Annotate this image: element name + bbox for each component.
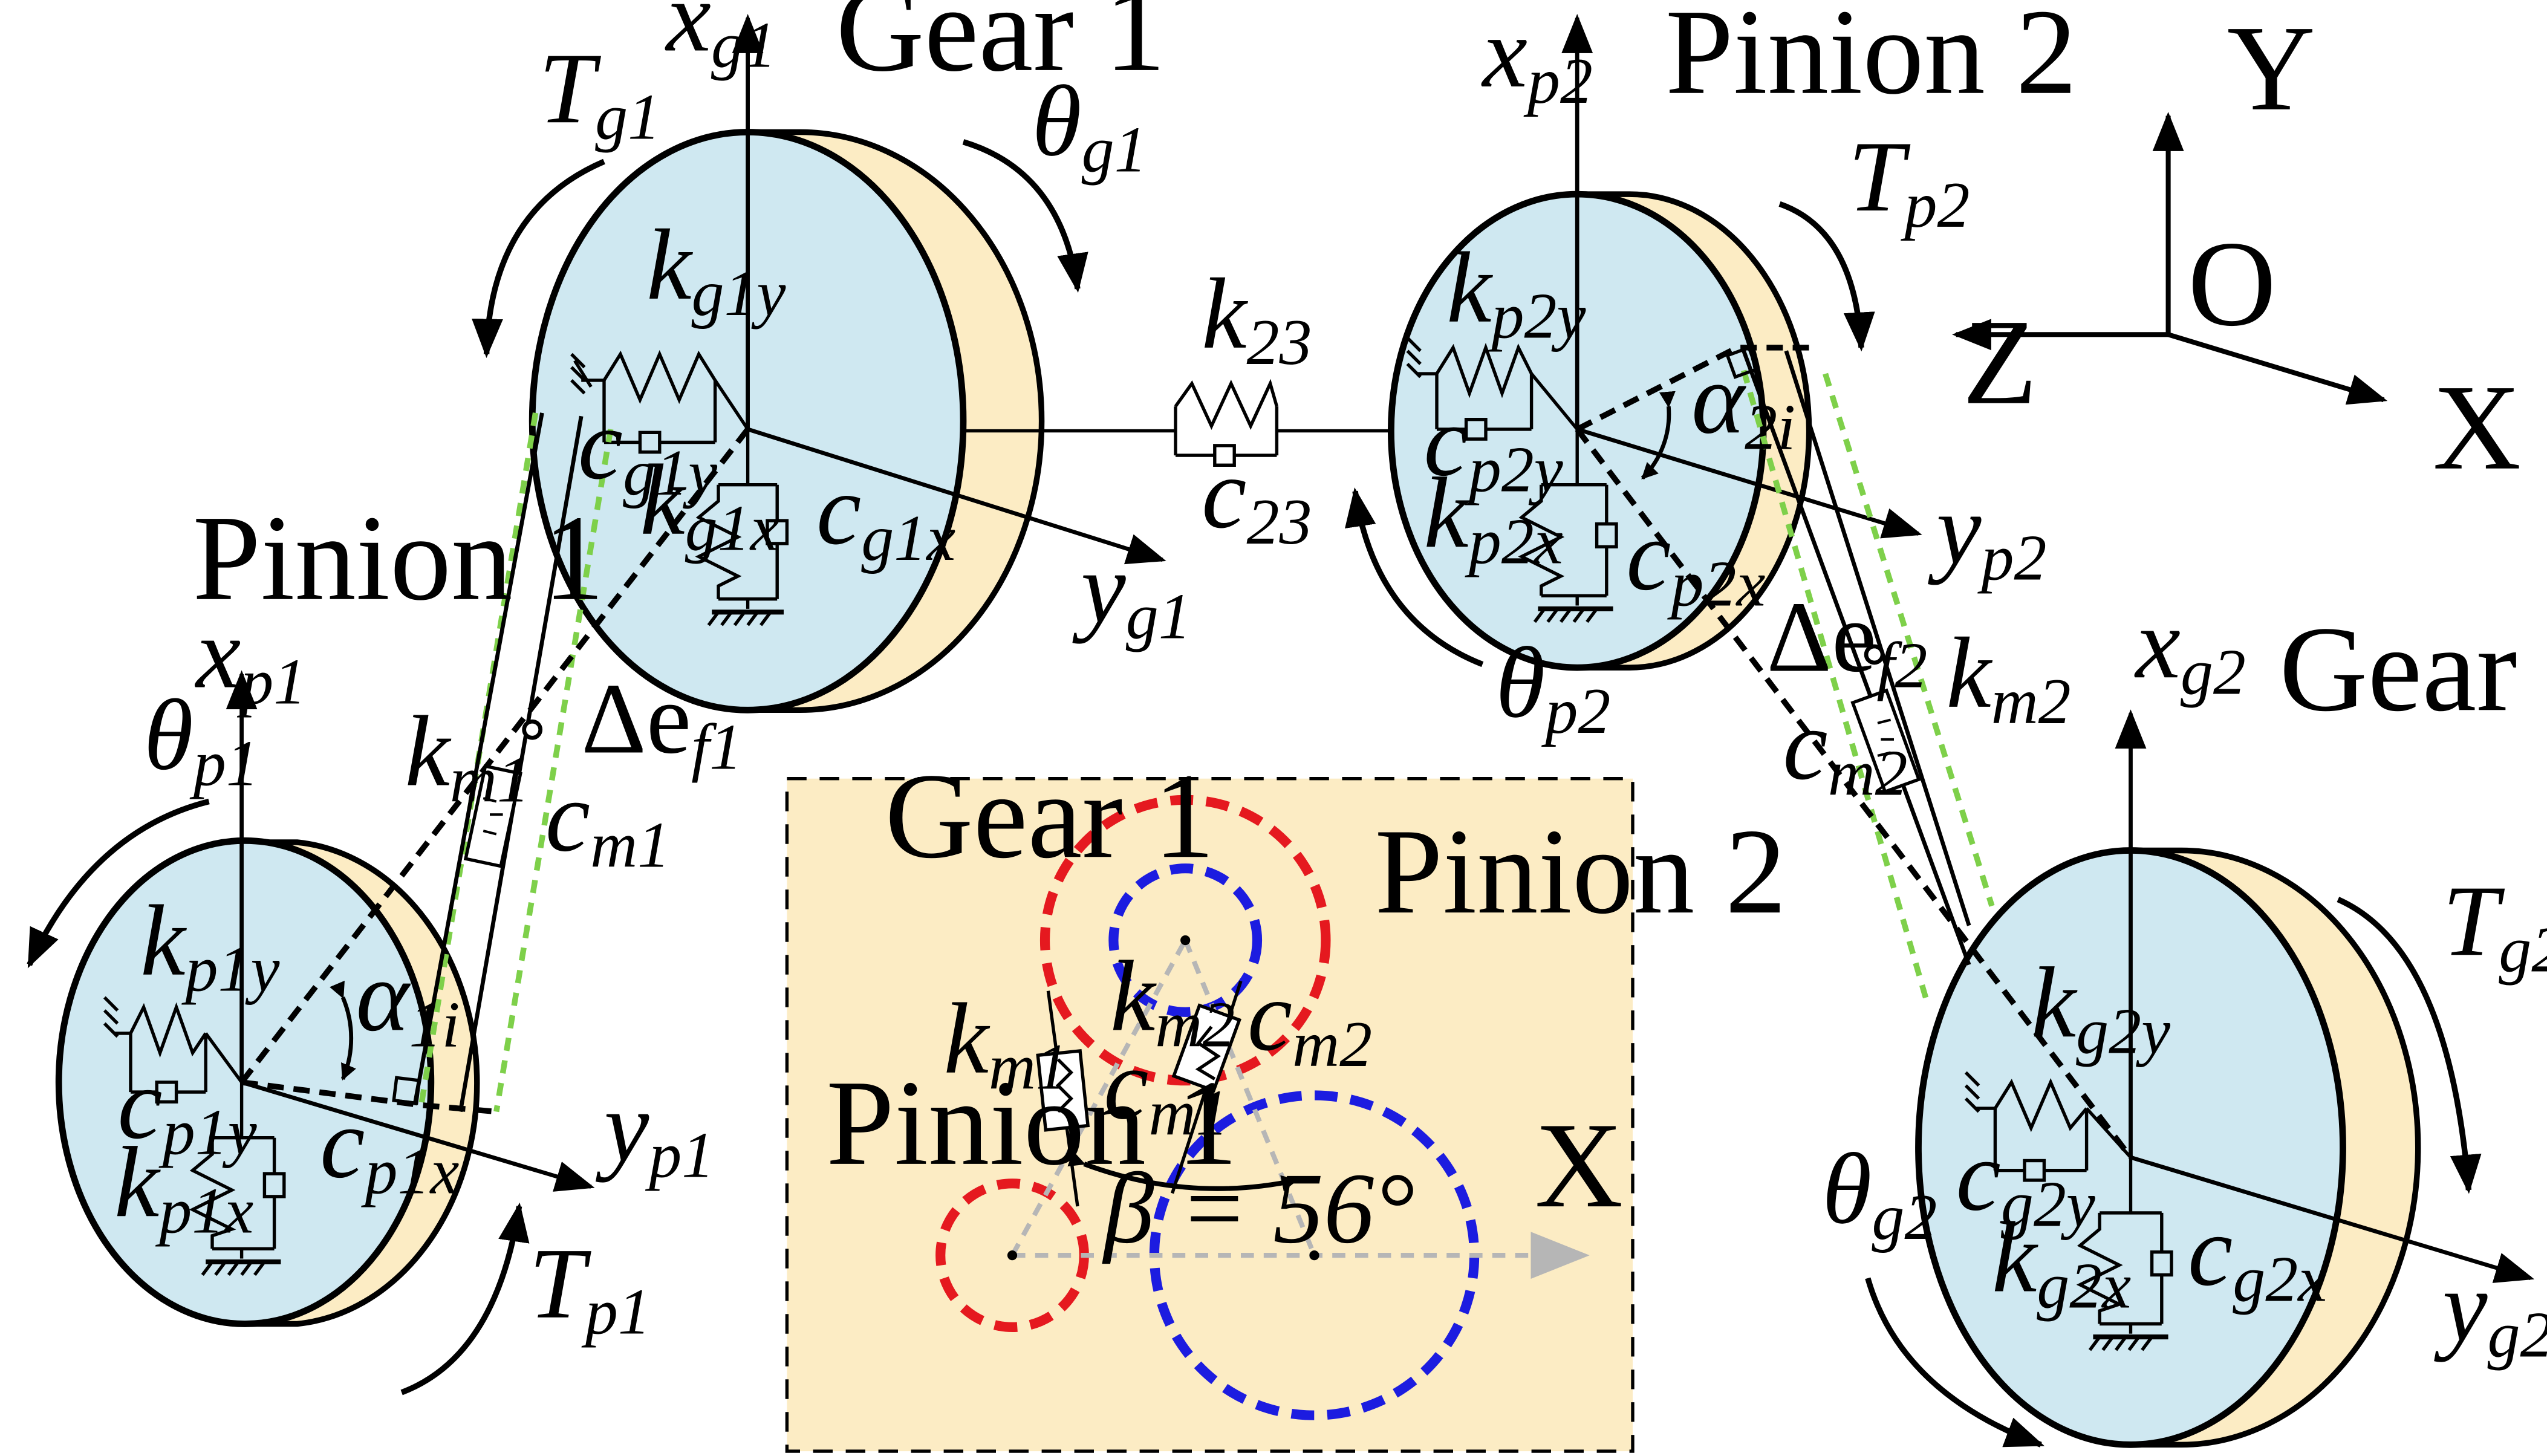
pinion1-spring-x	[189, 1082, 286, 1276]
gear1-name: Gear 1	[836, 0, 1165, 97]
label-k-m2: km2	[1946, 617, 2070, 738]
label-ins-k-m1: km1	[944, 983, 1069, 1103]
gear2-spring-x	[2076, 1157, 2173, 1351]
gear1-damper-y	[602, 380, 717, 454]
global-x-label: X	[2433, 360, 2521, 495]
label-y-p1: yp1	[596, 1071, 714, 1192]
inset-angle-label: β = 56°	[1102, 1153, 1414, 1265]
label-y-p2: yp2	[1928, 473, 2046, 594]
label-c-p2x: cp2x	[1626, 500, 1765, 620]
gear2-y-axis	[2130, 1155, 2535, 1283]
gear1-spring-x	[695, 429, 789, 626]
label-theta-g1: θg1	[1032, 65, 1147, 186]
gear1-torque-arrow	[472, 158, 605, 359]
inset-panel	[785, 777, 1635, 1453]
label-de-f1: Δef1	[581, 663, 742, 784]
label-k-p1y: kp1y	[140, 885, 279, 1006]
gear1-spring-y	[570, 349, 749, 431]
label-k-g2x: kg2x	[1992, 1202, 2131, 1322]
label-alpha-1i: α1i	[356, 941, 460, 1061]
label-k-23: k23	[1202, 258, 1312, 379]
global-z-label: Z	[1962, 294, 2037, 430]
label-c-p1x: cp1x	[320, 1088, 459, 1208]
pinion1-spring-y	[103, 996, 243, 1084]
pinion2-torque-arrow	[1778, 201, 1875, 352]
labels: Gear 1 Pinion 2 Pinion 1 Gear 2 Y O Z X …	[193, 0, 2547, 1265]
mesh2-lines	[1575, 345, 2133, 1159]
label-c-g1x: cg1x	[816, 454, 955, 574]
label-ins-k-m2: km2	[1110, 941, 1235, 1061]
label-c-m2: cm2	[1783, 689, 1907, 810]
label-ins-c-m2: cm2	[1247, 960, 1372, 1081]
pinion2-damper-y	[1435, 374, 1534, 441]
gear2-name: Gear 2	[2279, 601, 2547, 736]
pinion1-damper-y	[129, 1033, 207, 1104]
label-c-g2y: cg2y	[1956, 1120, 2095, 1241]
inset-pinion2-label: Pinion 2	[1374, 804, 1786, 939]
inset-pinion1-label: Pinion 1	[826, 1055, 1238, 1191]
label-x-g2: xg2	[2134, 588, 2246, 708]
label-c-23: c23	[1202, 438, 1312, 558]
label-T-g1: Tg1	[539, 33, 660, 153]
label-theta-g2: θg2	[1822, 1133, 1937, 1253]
pinion1-theta-arrow	[27, 798, 210, 969]
pinion1-torque-arrow	[400, 1202, 530, 1396]
label-k-g1y: kg1y	[646, 209, 786, 330]
inset-center-dots	[1007, 935, 1319, 1261]
label-theta-p2: θp2	[1495, 627, 1610, 747]
label-y-g2: yg2	[2434, 1251, 2547, 1371]
inset-geometry	[1010, 939, 1590, 1279]
pinion1-y-axis	[241, 1080, 595, 1192]
inset-x-label: X	[1535, 1097, 1623, 1233]
label-k-g1x: kg1x	[640, 444, 779, 565]
global-axes	[1952, 112, 2388, 405]
global-y-label: Y	[2227, 1, 2315, 136]
label-x-p2: xp2	[1481, 0, 1593, 117]
pinion2-spring-x	[1518, 429, 1618, 623]
label-ins-c-m1: cm1	[1104, 1029, 1228, 1149]
inset-gear1-label: Gear 1	[885, 748, 1214, 883]
coupling-spring-damper	[963, 379, 1391, 467]
label-y-g1: yg1	[1072, 533, 1191, 653]
pinion2-y-axis	[1576, 427, 1922, 539]
label-de-f2: Δef2	[1766, 582, 1927, 702]
label-k-m1: km1	[405, 696, 530, 816]
pinion1-name: Pinion 1	[193, 490, 605, 626]
gear2-theta-arrow	[1865, 1277, 2045, 1448]
label-c-g2x: cg2x	[2188, 1195, 2327, 1316]
label-T-p1: Tp1	[529, 1228, 651, 1348]
label-k-p2y: kp2y	[1446, 232, 1586, 353]
label-c-p2y: cp2y	[1423, 386, 1563, 506]
label-alpha-2i: α2i	[1691, 343, 1795, 463]
label-T-g2: Tg2	[2442, 865, 2547, 986]
label-c-p1y: cp1y	[117, 1048, 256, 1169]
gear2-spring-y	[1964, 1071, 2132, 1159]
label-c-g1y: cg1y	[578, 389, 717, 509]
pinion2-name: Pinion 2	[1665, 0, 2077, 120]
inset-angle-arrow	[1067, 1151, 1298, 1192]
rotation-arrows	[27, 139, 2482, 1448]
label-k-p2x: kp2x	[1423, 457, 1563, 577]
label-k-p1x: kp1x	[114, 1126, 253, 1247]
label-x-p1: xp1	[194, 598, 306, 718]
label-c-m1: cm1	[545, 761, 670, 882]
label-k-g2y: kg2y	[2031, 947, 2170, 1067]
gear2-damper-y	[1993, 1108, 2089, 1182]
gear1-theta-arrow	[962, 139, 1088, 293]
mesh1-lines	[239, 412, 750, 1115]
gear2-torque-arrow	[2337, 897, 2482, 1194]
label-T-p2: Tp2	[1848, 121, 1970, 241]
gear1-y-axis	[747, 427, 1166, 565]
global-origin-label: O	[2188, 216, 2276, 351]
pinion2-theta-arrow	[1345, 487, 1484, 668]
label-x-g1: xg1	[665, 0, 776, 82]
pinion2-spring-y	[1406, 336, 1579, 431]
label-theta-p1: θp1	[144, 680, 259, 800]
